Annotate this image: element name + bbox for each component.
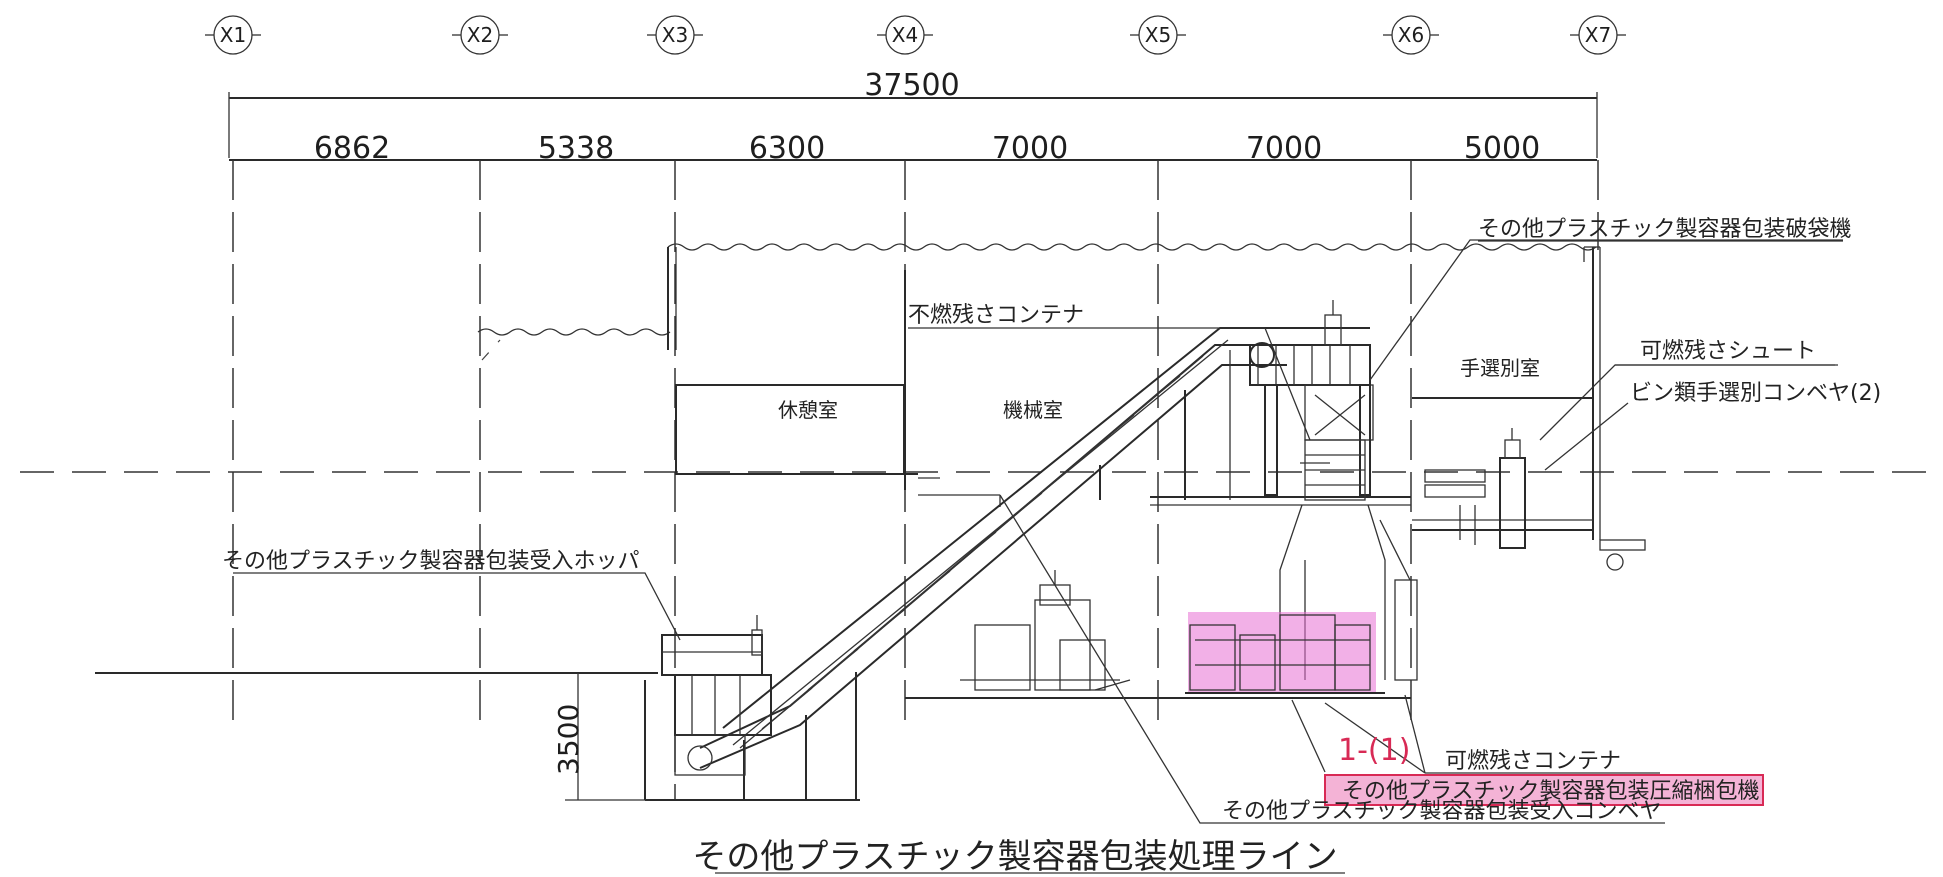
label-bottle-conveyor: ビン類手選別コンベヤ(2)	[1630, 381, 1881, 406]
span-dimension-value: 5338	[538, 131, 614, 166]
room-machine: 機械室	[904, 270, 1063, 490]
span-dimension-value: 6862	[314, 131, 390, 166]
grid-axis-x6: X6	[1383, 15, 1439, 55]
grid-axis-x3: X3	[647, 15, 703, 55]
span-dimensions: 6862 5338 6300 7000 7000 5000	[229, 131, 1597, 166]
label-receiving-hopper: その他プラスチック製容器包装受入ホッパ	[222, 549, 640, 574]
grid-lines	[232, 160, 1599, 800]
bottle-hand-sort-conveyor	[1424, 428, 1646, 571]
callout-compression-baler: その他プラスチック製容器包装圧縮梱包機	[1324, 774, 1764, 806]
midfloor-machinery	[960, 570, 1131, 691]
grid-axis-x7: X7	[1570, 15, 1626, 55]
height-dimension-value: 3500	[552, 704, 585, 775]
grid-axis-x5: X5	[1130, 15, 1186, 55]
span-dimension-value: 7000	[1246, 131, 1322, 166]
label-combustible-container: 可燃残さコンテナ	[1445, 749, 1621, 774]
grid-axis-label: X7	[1585, 23, 1611, 47]
room-label-hand-sort: 手選別室	[1460, 356, 1540, 380]
grid-axis-label: X2	[467, 23, 493, 47]
machine-platform	[918, 462, 1411, 507]
grid-axis-label: X6	[1398, 23, 1424, 47]
item-number: 1-(1)	[1338, 733, 1410, 768]
overall-dimension: 37500	[228, 68, 1598, 158]
span-dimension-value: 6300	[749, 131, 825, 166]
grid-axis-label: X4	[892, 23, 918, 47]
room-label-machine: 機械室	[1003, 398, 1063, 422]
room-hand-sort: 手選別室	[1412, 356, 1593, 531]
grid-axis-label: X5	[1145, 23, 1171, 47]
label-bag-breaker: その他プラスチック製容器包装破袋機	[1478, 217, 1852, 242]
overall-dimension-value: 37500	[864, 68, 959, 103]
roof-profile	[477, 243, 1601, 540]
label-compression-baler: その他プラスチック製容器包装圧縮梱包機	[1342, 779, 1760, 804]
grid-axis-x2: X2	[452, 15, 508, 55]
drawing-title: その他プラスチック製容器包装処理ライン	[692, 837, 1337, 877]
grid-axis-x1: X1	[205, 15, 261, 55]
receiving-hopper	[644, 615, 860, 801]
room-label-rest: 休憩室	[778, 398, 838, 422]
grid-axis-label: X1	[220, 23, 246, 47]
label-combustible-chute: 可燃残さシュート	[1640, 339, 1816, 364]
span-dimension-value: 5000	[1464, 131, 1540, 166]
grid-axis-label: X3	[662, 23, 688, 47]
bag-breaker	[1249, 300, 1418, 681]
compression-baler	[1185, 612, 1385, 694]
span-dimension-value: 7000	[992, 131, 1068, 166]
label-noncombustible-container: 不燃残さコンテナ	[908, 303, 1084, 328]
grid-axis-x4: X4	[877, 15, 933, 55]
room-rest: 休憩室	[675, 384, 905, 475]
label-receiving-conveyor: その他プラスチック製容器包装受入コンベヤ	[1222, 799, 1662, 824]
